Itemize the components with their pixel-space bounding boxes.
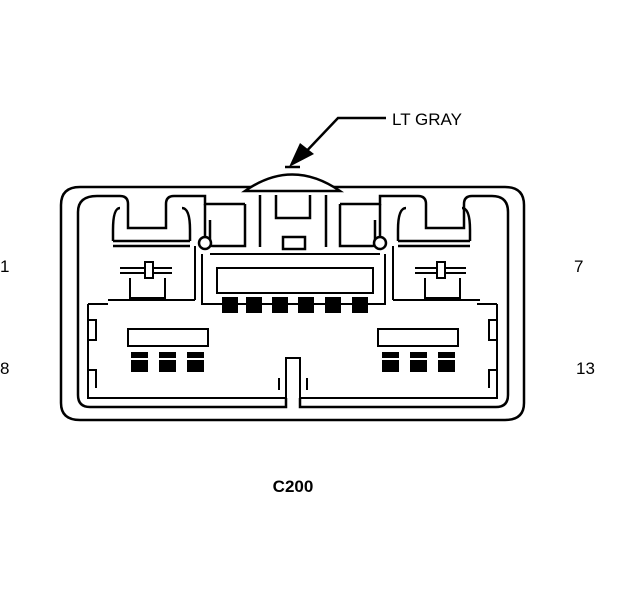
pin-label-7: 7: [574, 257, 583, 276]
terminal-cavity: [187, 352, 204, 372]
terminal-cavity: [222, 297, 238, 313]
connector-housing: [59, 185, 526, 422]
cavity-row-bottom-left: [127, 328, 209, 372]
terminal-cavity: [159, 352, 176, 372]
terminal-cavity: [246, 297, 262, 313]
cavity-row-bottom-right: [377, 328, 459, 372]
connector-id-label: C200: [273, 477, 314, 496]
terminal-latch-left: [108, 246, 196, 301]
pin-label-8: 8: [0, 359, 9, 378]
terminal-cavity: [298, 297, 314, 313]
terminal-latch-right: [392, 246, 480, 301]
callout-arrowhead-icon: [289, 143, 314, 167]
locking-tab: [197, 165, 388, 251]
terminal-cavity: [325, 297, 341, 313]
color-callout-label: LT GRAY: [392, 110, 462, 129]
terminal-cavity: [272, 297, 288, 313]
pin-label-1: 1: [0, 257, 9, 276]
lower-inner-wall: [87, 303, 498, 399]
terminal-cavity: [131, 352, 148, 372]
terminal-cavity: [352, 297, 368, 313]
terminal-cavity: [438, 352, 455, 372]
terminal-cavity: [382, 352, 399, 372]
pin-label-13: 13: [576, 359, 595, 378]
terminal-cavity: [410, 352, 427, 372]
callout-leader-line: [299, 116, 386, 159]
cavity-row-top: [201, 253, 386, 313]
